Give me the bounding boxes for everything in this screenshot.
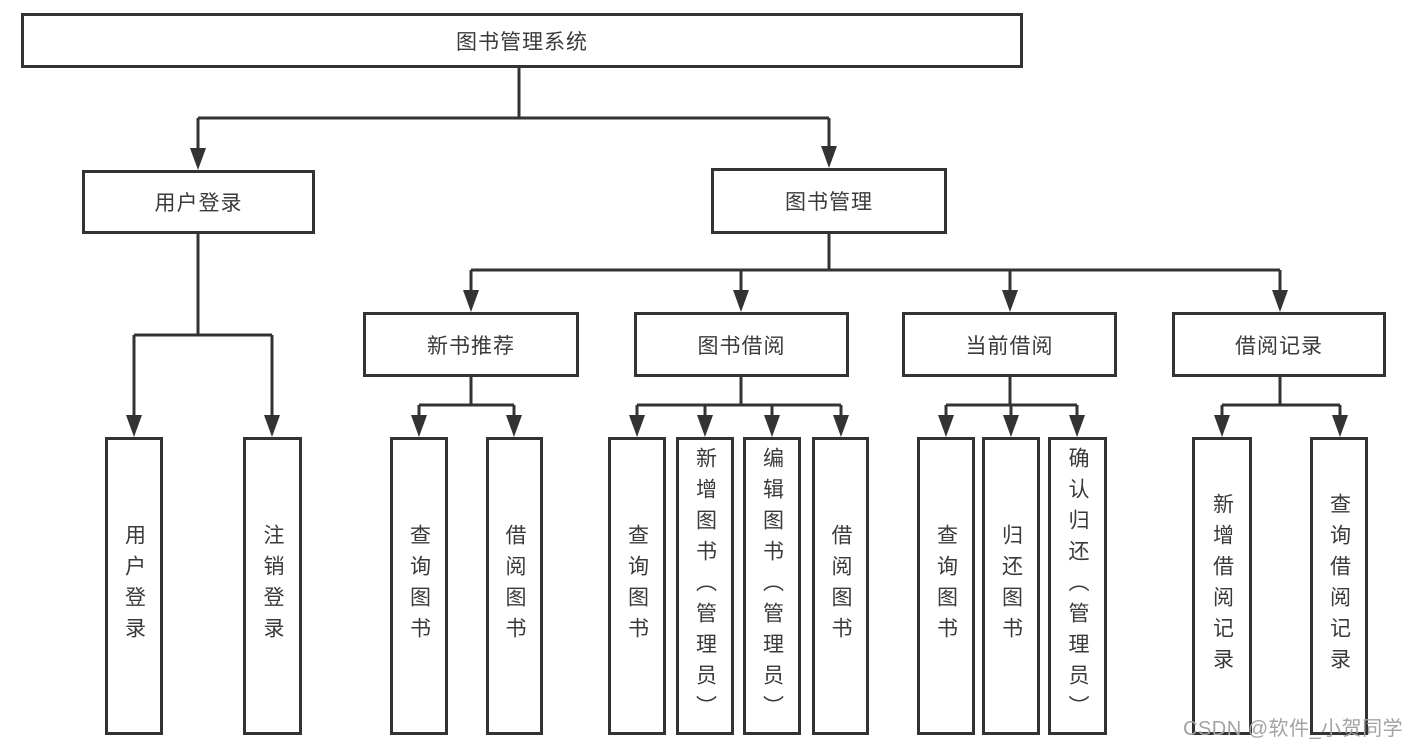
leaf-query-books-borrowing: 查询图书: [608, 437, 666, 735]
leaf-return-book: 归还图书: [982, 437, 1040, 735]
node-label: 用户登录: [154, 192, 243, 215]
watermark-text: CSDN @软件_小贺同学: [1183, 718, 1404, 740]
node-label: 借阅记录: [1235, 334, 1323, 358]
node-label: 新书推荐: [427, 334, 515, 358]
node-label: 查询借阅记录: [1327, 493, 1351, 679]
node-book-borrowing: 图书借阅: [634, 312, 849, 377]
node-label: 当前借阅: [965, 334, 1054, 358]
node-label: 借阅图书: [503, 524, 526, 648]
node-label: 新增图书（管理员）: [693, 446, 717, 726]
node-new-book-recommend: 新书推荐: [363, 312, 579, 377]
leaf-logout: 注销登录: [243, 437, 302, 735]
node-label: 图书借阅: [697, 334, 786, 358]
leaf-borrow-books-recommend: 借阅图书: [486, 437, 543, 735]
node-label: 确认归还（管理员）: [1066, 446, 1089, 726]
leaf-add-borrow-record: 新增借阅记录: [1192, 437, 1252, 735]
leaf-borrow-books-borrowing: 借阅图书: [812, 437, 869, 735]
leaf-query-books-recommend: 查询图书: [390, 437, 448, 735]
node-label: 查询图书: [625, 524, 649, 648]
node-label: 归还图书: [999, 524, 1023, 648]
node-label: 用户登录: [122, 524, 146, 648]
node-user-login-branch: 用户登录: [82, 170, 315, 234]
node-label: 图书管理系统: [456, 30, 588, 54]
leaf-add-book-admin: 新增图书（管理员）: [676, 437, 734, 735]
node-borrow-records: 借阅记录: [1172, 312, 1386, 377]
leaf-query-borrow-record: 查询借阅记录: [1310, 437, 1368, 735]
node-label: 编辑图书（管理员）: [760, 446, 784, 726]
node-label: 图书管理: [785, 191, 873, 214]
leaf-query-books-current: 查询图书: [917, 437, 975, 735]
node-label: 查询图书: [407, 524, 431, 648]
arrowhead-icons: [126, 146, 1348, 437]
node-root: 图书管理系统: [21, 13, 1023, 68]
node-label: 查询图书: [934, 524, 958, 648]
leaf-user-login: 用户登录: [105, 437, 163, 735]
node-label: 借阅图书: [829, 524, 852, 648]
node-label: 新增借阅记录: [1210, 493, 1234, 679]
leaf-confirm-return-admin: 确认归还（管理员）: [1048, 437, 1107, 735]
leaf-edit-book-admin: 编辑图书（管理员）: [743, 437, 801, 735]
node-book-management: 图书管理: [711, 168, 947, 234]
node-label: 注销登录: [261, 524, 284, 648]
node-current-borrowing: 当前借阅: [902, 312, 1117, 377]
